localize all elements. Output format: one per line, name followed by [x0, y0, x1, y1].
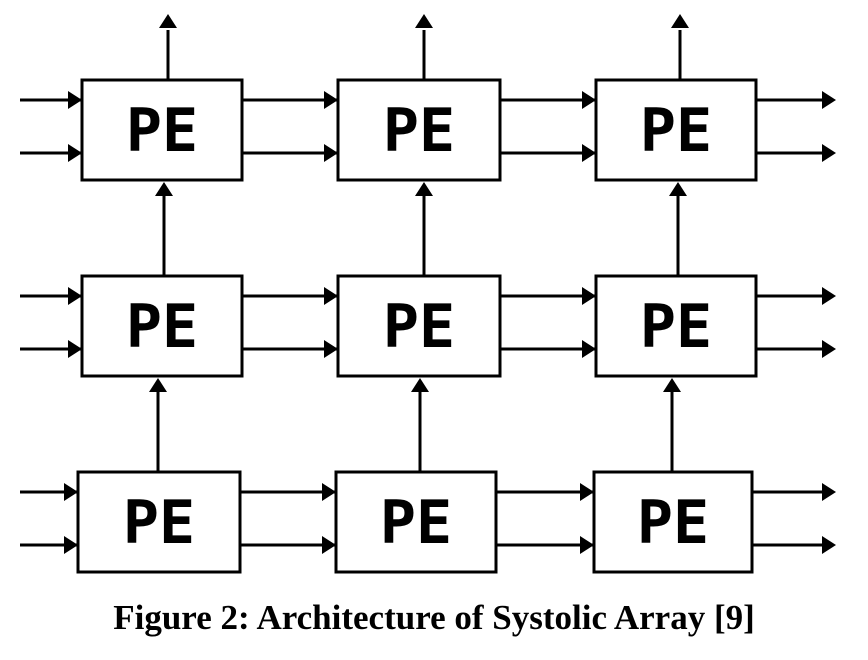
- arrowhead-up-top-out-c2: [415, 14, 433, 28]
- arrowhead-right-upper-r1-c1: [68, 91, 82, 109]
- arrowhead-up-top-out-c3: [671, 14, 689, 28]
- pe-box-r2-c2: [336, 274, 502, 378]
- out-arrowhead-lower-r1: [822, 144, 836, 162]
- arrowhead-right-upper-r2-c2: [324, 287, 338, 305]
- arrowhead-right-lower-r1-c2: [324, 144, 338, 162]
- arrowhead-right-lower-r1-c3: [582, 144, 596, 162]
- arrowhead-right-lower-r3-c3: [580, 536, 594, 554]
- arrowhead-right-upper-r1-c3: [582, 91, 596, 109]
- systolic-array-diagram: PE PE PE PE PE PE PE PE PE: [20, 14, 836, 574]
- arrowhead-right-upper-r1-c2: [324, 91, 338, 109]
- arrowhead-up-r3-to-r2-c2: [411, 378, 429, 392]
- figure-caption: Figure 2: Architecture of Systolic Array…: [113, 598, 755, 637]
- arrowhead-up-r2-to-r1-c2: [415, 182, 433, 196]
- arrowhead-right-upper-r3-c2: [322, 483, 336, 501]
- pe-label-r1-c2: PE: [383, 96, 455, 166]
- arrowhead-right-lower-r3-c2: [322, 536, 336, 554]
- pe-box-r2-c1: [80, 274, 244, 378]
- arrowhead-right-lower-r2-c3: [582, 340, 596, 358]
- arrowhead-right-upper-r3-c3: [580, 483, 594, 501]
- arrowhead-right-lower-r3-c1: [64, 536, 78, 554]
- out-arrowhead-upper-r3: [822, 483, 836, 501]
- arrowhead-up-r2-to-r1-c1: [155, 182, 173, 196]
- pe-label-r3-c3: PE: [637, 488, 709, 558]
- pe-label-r1-c3: PE: [640, 96, 712, 166]
- arrowhead-up-r3-to-r2-c1: [149, 378, 167, 392]
- pe-box-r1-c2: [336, 78, 502, 182]
- pe-label-r2-c2: PE: [383, 292, 455, 362]
- pe-label-r3-c2: PE: [380, 488, 452, 558]
- pe-label-r2-c1: PE: [126, 292, 198, 362]
- arrowhead-right-upper-r2-c3: [582, 287, 596, 305]
- out-arrowhead-lower-r3: [822, 536, 836, 554]
- out-arrowhead-upper-r1: [822, 91, 836, 109]
- arrowhead-up-r3-to-r2-c3: [663, 378, 681, 392]
- pe-label-r2-c3: PE: [640, 292, 712, 362]
- pe-box-r1-c1: [80, 78, 244, 182]
- pe-box-r2-c3: [594, 274, 758, 378]
- pe-label-r3-c1: PE: [123, 488, 195, 558]
- pe-box-r1-c3: [594, 78, 758, 182]
- arrowhead-right-upper-r3-c1: [64, 483, 78, 501]
- arrowhead-right-lower-r2-c2: [324, 340, 338, 358]
- arrowhead-right-upper-r2-c1: [68, 287, 82, 305]
- pe-box-r3-c3: [592, 470, 754, 574]
- arrowhead-up-r2-to-r1-c3: [669, 182, 687, 196]
- arrowhead-right-lower-r2-c1: [68, 340, 82, 358]
- pe-box-r3-c2: [334, 470, 498, 574]
- arrowhead-right-lower-r1-c1: [68, 144, 82, 162]
- out-arrowhead-upper-r2: [822, 287, 836, 305]
- pe-label-r1-c1: PE: [126, 96, 198, 166]
- out-arrowhead-lower-r2: [822, 340, 836, 358]
- arrowhead-up-top-out-c1: [159, 14, 177, 28]
